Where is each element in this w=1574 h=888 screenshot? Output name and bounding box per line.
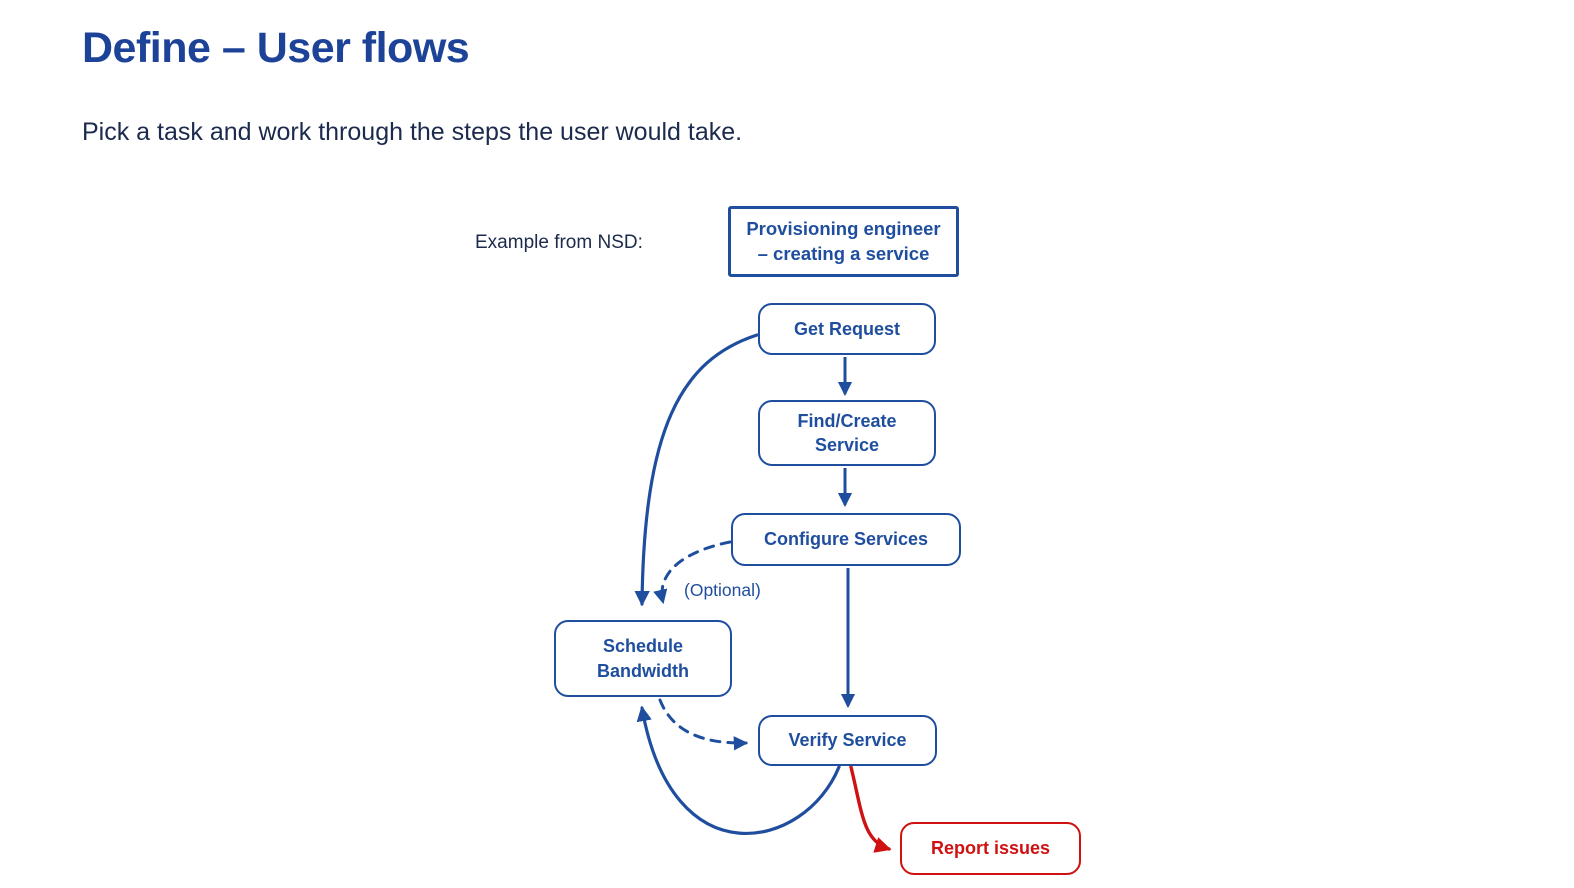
page-title: Define – User flows: [82, 24, 470, 72]
flow-node-label: Provisioning engineer: [746, 217, 941, 239]
flow-node-label: – creating a service: [757, 242, 930, 264]
optional-annotation: (Optional): [684, 580, 761, 600]
flow-node-label: Find/Create: [797, 410, 897, 431]
flow-node-label: Schedule: [602, 636, 684, 657]
flow-node-label: Report issues: [930, 838, 1051, 859]
flow-node-label: Get Request: [793, 318, 901, 339]
flow-node-verify-service: Verify Service: [758, 715, 937, 766]
edge-schedule-to-verify-dashed-arrow: [658, 698, 749, 751]
flow-node-get-request: Get Request: [758, 303, 936, 355]
example-source-label: Example from NSD:: [475, 232, 643, 253]
edge-verify-to-report-arrow: [849, 765, 892, 853]
slide-subtitle: Pick a task and work through the steps t…: [82, 118, 743, 146]
flow-node-label: Service: [814, 435, 880, 455]
flow-node-label: Bandwidth: [597, 660, 689, 681]
flow-node-report-issues: Report issues: [900, 822, 1081, 875]
flow-node-provisioning-engineer: Provisioning engineer – creating a servi…: [728, 206, 959, 277]
flow-node-find-create-service: Find/Create Service: [758, 400, 936, 466]
flow-node-label: Verify Service: [788, 730, 907, 751]
flow-node-label: Configure Services: [763, 529, 929, 550]
flow-node-schedule-bandwidth: Schedule Bandwidth: [554, 620, 732, 697]
flow-node-configure-services: Configure Services: [731, 513, 961, 566]
